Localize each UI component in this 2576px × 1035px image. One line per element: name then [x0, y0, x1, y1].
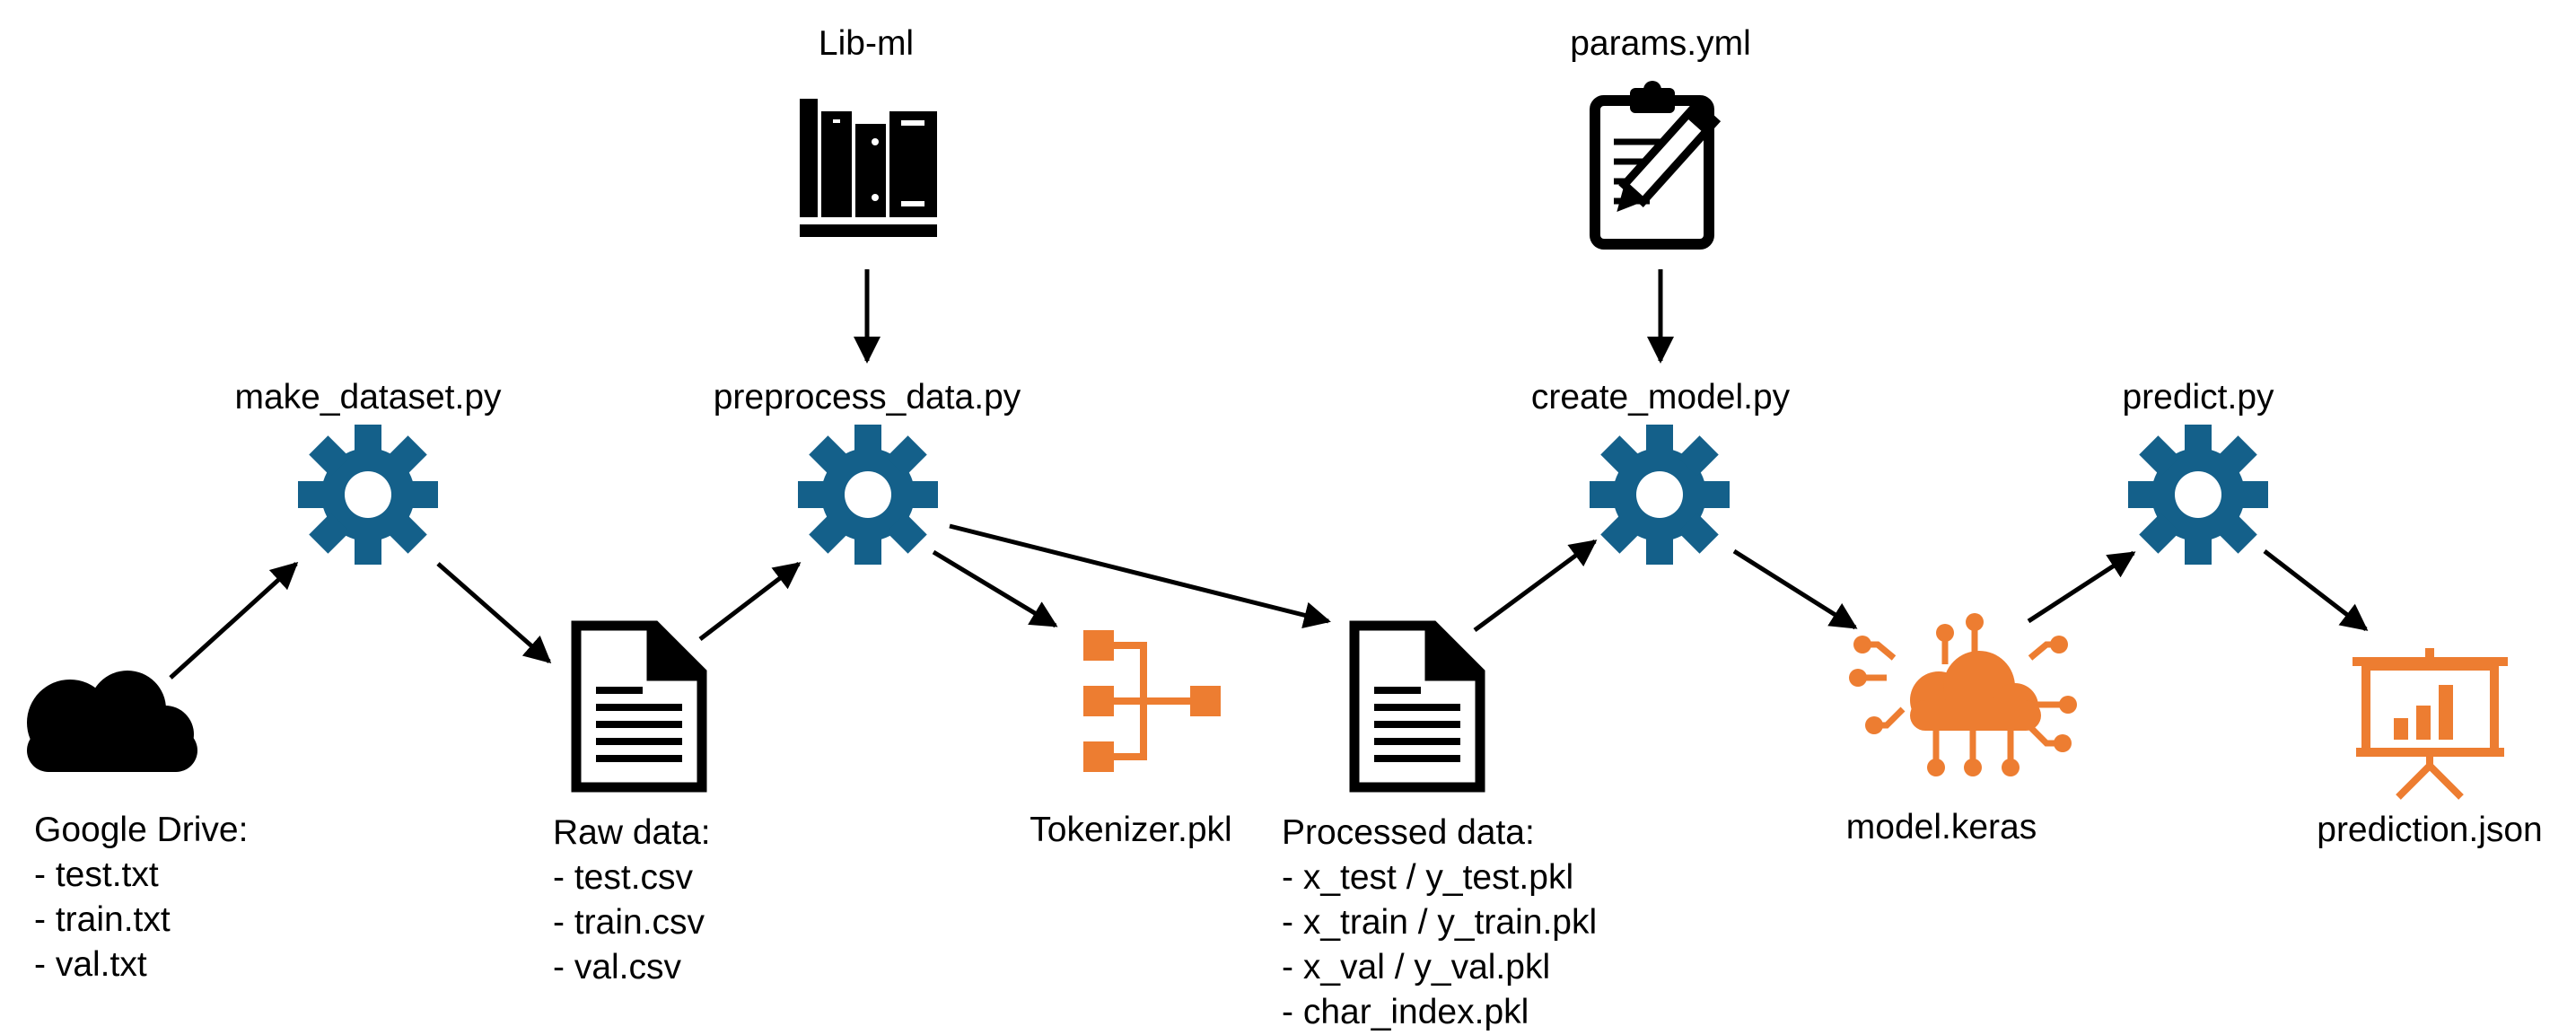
arrow-preprocess-to-processed: [949, 523, 1331, 628]
list-item: test.csv: [553, 855, 711, 900]
step-preprocess-data-label: preprocess_data.py: [713, 378, 1021, 417]
processed-data-file-list: x_test / y_test.pkl x_train / y_train.pk…: [1282, 855, 1597, 1035]
raw-data-block: Raw data: test.csv train.csv val.csv: [553, 811, 711, 990]
document-icon: [1354, 626, 1480, 787]
gear-icon: [298, 425, 438, 565]
step-make-dataset-label: make_dataset.py: [234, 378, 502, 417]
tokenizer-label: Tokenizer.pkl: [1030, 811, 1232, 849]
presentation-chart-icon: [2353, 648, 2508, 800]
step-create-model-label: create_model.py: [1530, 378, 1791, 417]
list-item: test.txt: [34, 853, 248, 898]
raw-data-title: Raw data:: [553, 813, 711, 852]
list-item: val.txt: [34, 943, 248, 987]
list-item: train.csv: [553, 900, 711, 945]
list-item: x_val / y_val.pkl: [1282, 945, 1597, 990]
source-file-list: test.txt train.txt val.txt: [34, 853, 248, 987]
hierarchy-icon: [1083, 630, 1221, 772]
list-item: x_test / y_test.pkl: [1282, 855, 1597, 900]
list-item: val.csv: [553, 945, 711, 990]
gear-icon: [798, 425, 938, 565]
processed-data-title: Processed data:: [1282, 813, 1535, 852]
arrow-raw-to-preprocess: [698, 562, 802, 641]
raw-data-file-list: test.csv train.csv val.csv: [553, 855, 711, 990]
arrow-processed-to-create: [1473, 539, 1598, 633]
source-block: Google Drive: test.txt train.txt val.txt: [34, 808, 248, 987]
arrow-create-to-model: [1732, 548, 1858, 630]
books-icon: [800, 99, 937, 237]
arrow-make-to-raw: [436, 562, 552, 663]
cloud-network-icon: [1849, 613, 2077, 776]
processed-data-block: Processed data: x_test / y_test.pkl x_tr…: [1282, 811, 1597, 1035]
clipboard-edit-icon: [1590, 81, 1722, 250]
arrow-model-to-predict: [2027, 550, 2136, 624]
arrow-predict-to-prediction: [2263, 549, 2369, 631]
flow-arrows: [169, 269, 2369, 680]
cloud-icon: [27, 671, 197, 772]
gear-icon: [1590, 425, 1730, 565]
arrow-drive-to-make: [169, 561, 299, 680]
list-item: train.txt: [34, 898, 248, 943]
document-icon: [576, 626, 702, 787]
gear-icon: [2128, 425, 2268, 565]
params-yml-label: params.yml: [1570, 24, 1751, 63]
lib-ml-label: Lib-ml: [818, 24, 915, 63]
source-title: Google Drive:: [34, 811, 249, 849]
list-item: x_train / y_train.pkl: [1282, 900, 1597, 945]
list-item: char_index.pkl: [1282, 990, 1597, 1035]
arrow-preprocess-to-tokenizer: [932, 549, 1058, 628]
prediction-label: prediction.json: [2317, 811, 2543, 849]
model-label: model.keras: [1845, 808, 2037, 846]
step-predict-label: predict.py: [2122, 378, 2274, 417]
